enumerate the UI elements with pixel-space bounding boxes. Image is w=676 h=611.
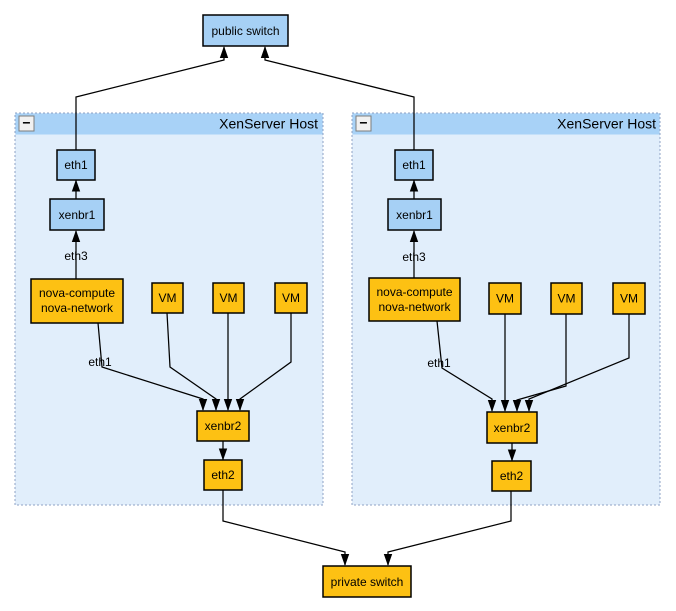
vm-node: VM	[274, 282, 308, 314]
host-title: XenServer Host	[219, 116, 318, 132]
edge-label-eth1: eth1	[88, 355, 112, 369]
eth2-node: eth2	[203, 459, 243, 491]
private-switch-label: private switch	[331, 575, 404, 589]
eth1-node: eth1	[56, 149, 96, 181]
edge-right-vm3-to-xenbr2	[524, 314, 630, 412]
edge-left-vm3-to-xenbr2	[235, 313, 292, 411]
vm-label: VM	[558, 292, 576, 306]
edge-right-eth1-to-public-switch	[260, 46, 415, 150]
collapse-button-box[interactable]	[18, 115, 35, 132]
eth1-node: eth1	[394, 149, 434, 181]
nova-compute-label: nova-compute	[376, 285, 452, 299]
vm-node: VM	[488, 282, 522, 315]
public-switch-box	[202, 14, 289, 47]
nova-network-label: nova-network	[378, 300, 451, 314]
minus-icon[interactable]: −	[359, 115, 367, 131]
vm-label: VM	[496, 292, 514, 306]
edge-label-eth1: eth1	[427, 356, 451, 370]
xenbr1-label: xenbr1	[396, 208, 433, 222]
eth1-label: eth1	[64, 158, 88, 172]
public-switch-label: public switch	[211, 24, 279, 38]
eth1-label: eth1	[402, 158, 426, 172]
public-switch-node: public switch	[202, 14, 289, 47]
vm-node: VM	[151, 282, 184, 314]
edge-left-vm1-to-xenbr2	[166, 312, 221, 411]
edge-label-eth3: eth3	[64, 249, 88, 263]
xenbr1-node: xenbr1	[49, 198, 105, 231]
edge-left-nova-to-xenbr2	[97, 322, 208, 411]
nova-compute-node: nova-compute nova-network	[368, 277, 461, 322]
collapse-button-box[interactable]	[355, 115, 372, 132]
edge-left-eth2-to-private-switch	[222, 490, 350, 566]
minus-icon[interactable]: −	[22, 115, 30, 131]
edge-right-vm2-to-xenbr2	[512, 314, 567, 412]
xenbr2-label: xenbr2	[205, 419, 242, 433]
vm-label: VM	[620, 292, 638, 306]
xenbr2-node: xenbr2	[486, 411, 538, 444]
edge-left-eth1-to-public-switch	[75, 46, 229, 150]
nova-compute-label: nova-compute	[39, 286, 115, 300]
vm-node: VM	[612, 282, 646, 315]
eth2-label: eth2	[211, 468, 235, 482]
vm-node: VM	[212, 282, 245, 314]
vm-label: VM	[220, 291, 238, 305]
xenbr2-label: xenbr2	[494, 421, 531, 435]
xenbr1-node: xenbr1	[387, 198, 442, 231]
xenbr1-label: xenbr1	[59, 208, 96, 222]
vm-node: VM	[550, 282, 583, 315]
edge-right-eth2-to-private-switch	[383, 491, 512, 566]
xenbr2-node: xenbr2	[196, 410, 250, 442]
host-panel-header	[352, 113, 660, 135]
nova-network-label: nova-network	[41, 301, 114, 315]
private-switch-box	[322, 565, 412, 598]
private-switch-node: private switch	[322, 565, 412, 598]
nova-compute-node: nova-compute nova-network	[30, 278, 124, 324]
eth2-label: eth2	[500, 469, 524, 483]
edge-label-eth3: eth3	[402, 250, 426, 264]
host-title: XenServer Host	[557, 116, 656, 132]
collapse-button[interactable]: −	[18, 115, 35, 132]
eth2-node: eth2	[491, 460, 532, 492]
edge-right-nova-to-xenbr2	[436, 320, 497, 412]
vm-label: VM	[282, 291, 300, 305]
collapse-button[interactable]: −	[355, 115, 372, 132]
vm-label: VM	[159, 291, 177, 305]
host-panel-header	[15, 113, 323, 135]
